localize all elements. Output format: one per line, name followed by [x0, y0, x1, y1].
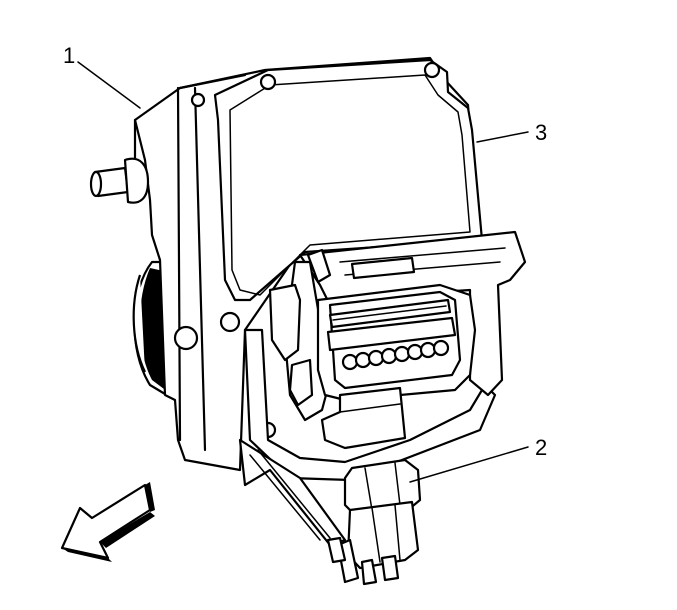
callout-3: 3 — [535, 120, 547, 145]
shaft — [89, 157, 150, 204]
leader-line-2 — [409, 446, 529, 483]
cover — [173, 58, 484, 439]
leader-line-1 — [77, 61, 141, 109]
direction-arrow-icon — [60, 482, 155, 562]
connector-pins — [341, 339, 450, 371]
connector-body — [316, 283, 477, 450]
callout-2: 2 — [535, 435, 547, 460]
harness-connector — [326, 458, 422, 586]
connector-frame — [268, 230, 527, 422]
lower-flange — [238, 328, 497, 547]
callout-1: 1 — [63, 43, 75, 68]
leader-line-3 — [476, 131, 529, 143]
leader-lines — [77, 61, 529, 483]
